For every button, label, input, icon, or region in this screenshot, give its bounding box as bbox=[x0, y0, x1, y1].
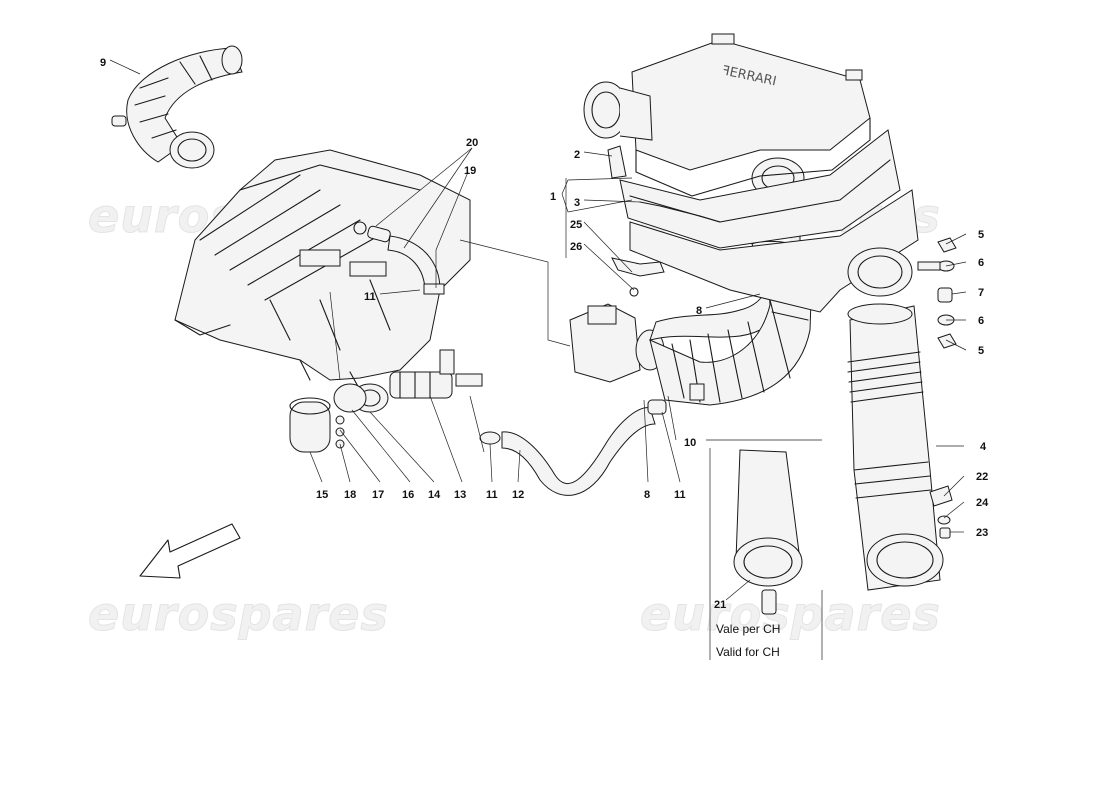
callout-4: 4 bbox=[980, 441, 987, 453]
callout-11-upper: 11 bbox=[364, 291, 376, 303]
air-duct-4 bbox=[847, 303, 953, 591]
callout-5-upper: 5 bbox=[978, 229, 984, 241]
callout-19: 19 bbox=[464, 165, 476, 177]
callout-11-lower: 11 bbox=[674, 489, 686, 501]
variant-note-italian: Vale per CH bbox=[716, 622, 781, 636]
callout-25: 25 bbox=[570, 219, 582, 231]
watermark-bottom-right: eurospares bbox=[640, 587, 941, 641]
hose-12 bbox=[479, 407, 656, 496]
air-filter-box: ꟻERRARI bbox=[583, 33, 919, 313]
watermark-bottom-left: eurospares bbox=[88, 587, 389, 641]
callout-1: 1 bbox=[550, 191, 556, 203]
callout-15: 15 bbox=[316, 489, 328, 501]
direction-arrow-icon bbox=[139, 523, 241, 579]
callout-23: 23 bbox=[976, 527, 988, 539]
callout-10: 10 bbox=[684, 437, 696, 449]
callout-6-upper: 6 bbox=[978, 257, 984, 269]
intake-manifold bbox=[174, 149, 471, 391]
callout-16: 16 bbox=[402, 489, 414, 501]
callout-7: 7 bbox=[978, 287, 984, 299]
throttle-body bbox=[569, 303, 665, 383]
duct-variant-21 bbox=[733, 449, 803, 615]
auxiliary-air-valve-group bbox=[289, 349, 483, 453]
callout-21: 21 bbox=[714, 599, 726, 611]
callout-17: 17 bbox=[372, 489, 384, 501]
callout-26: 26 bbox=[570, 241, 582, 253]
callout-5-lower: 5 bbox=[978, 345, 984, 357]
callout-2: 2 bbox=[574, 149, 580, 161]
callout-11-mid: 11 bbox=[486, 489, 498, 501]
callout-9: 9 bbox=[100, 57, 106, 69]
intake-duct-9 bbox=[111, 45, 243, 169]
mounting-hardware bbox=[917, 237, 957, 539]
callout-24: 24 bbox=[976, 497, 989, 509]
callout-8-lower: 8 bbox=[644, 489, 650, 501]
leader-lines bbox=[109, 59, 967, 660]
callout-8-upper: 8 bbox=[696, 305, 702, 317]
callout-12: 12 bbox=[512, 489, 524, 501]
callout-6-lower: 6 bbox=[978, 315, 984, 327]
callout-20: 20 bbox=[466, 137, 478, 149]
callout-14: 14 bbox=[428, 489, 441, 501]
callout-18: 18 bbox=[344, 489, 356, 501]
callout-13: 13 bbox=[454, 489, 466, 501]
bracket-25-26 bbox=[611, 257, 665, 297]
callout-22: 22 bbox=[976, 471, 988, 483]
hose-19-fitting-20 bbox=[367, 225, 445, 295]
callout-3: 3 bbox=[574, 197, 580, 209]
variant-note-english: Valid for CH bbox=[716, 645, 780, 659]
callout-numbers: 9 20 19 11 2 1 3 25 26 8 5 6 7 6 5 10 4 … bbox=[100, 57, 989, 611]
